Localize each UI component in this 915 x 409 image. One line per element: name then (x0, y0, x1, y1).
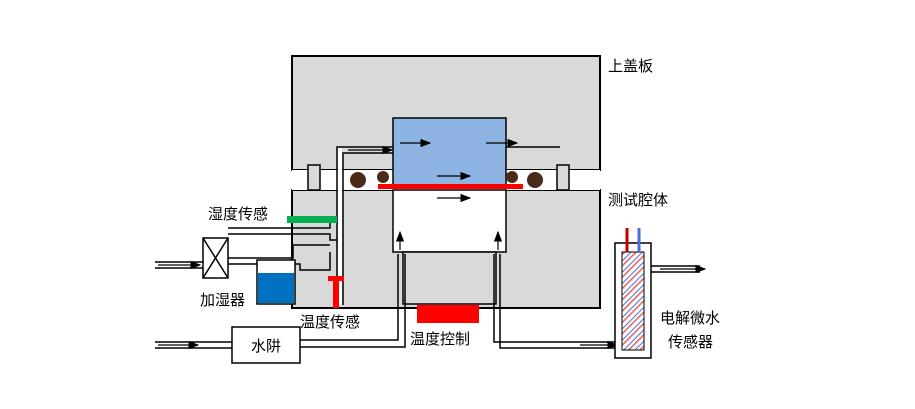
bottom-chamber-insert (402, 251, 497, 305)
bolt-right (556, 164, 570, 191)
humid-gas-pipe-c (228, 244, 330, 259)
inlet-channel-path-inner (342, 152, 393, 305)
water-trap-label: 水阱 (251, 337, 281, 355)
inlet-channel-fill (338, 148, 342, 305)
humidity-sensor-label: 湿度传感 (208, 205, 268, 223)
electrolytic-sensor-label-1: 电解微水 (660, 309, 720, 327)
top-cover-label: 上盖板 (608, 57, 653, 75)
carrier-channel-left (300, 254, 399, 341)
carrier-channel-right (493, 254, 618, 343)
carrier-channel-right-inner (499, 254, 618, 349)
humid-gas-pipe-b (228, 233, 337, 241)
electrolytic-sensor-label-2: 传感器 (668, 333, 713, 351)
carrier-channel-left-inner (300, 254, 406, 348)
oring-right-1 (506, 171, 518, 183)
test-chamber-label: 测试腔体 (608, 191, 668, 209)
oring-left-1 (350, 172, 366, 188)
humidity-sensor-bar (287, 216, 337, 223)
temperature-sensor-bar (333, 278, 339, 308)
oring-left-2 (377, 171, 389, 183)
temperature-sensor-head (328, 276, 344, 281)
temperature-control-block (417, 305, 479, 323)
inlet-channel-path (336, 146, 393, 305)
temperature-sensor-label: 温度传感 (300, 313, 360, 331)
heater-membrane-line (378, 184, 523, 189)
water-trap-box (231, 326, 301, 364)
humidifier-water (258, 273, 294, 303)
upper-sample-cavity (392, 117, 507, 189)
electrolytic-sensor-element (621, 251, 645, 351)
bolt-left (307, 164, 321, 191)
humidifier-label: 加湿器 (200, 291, 245, 309)
temperature-control-label: 温度控制 (410, 330, 470, 348)
lower-cavity (392, 189, 507, 253)
oring-right-2 (527, 172, 543, 188)
